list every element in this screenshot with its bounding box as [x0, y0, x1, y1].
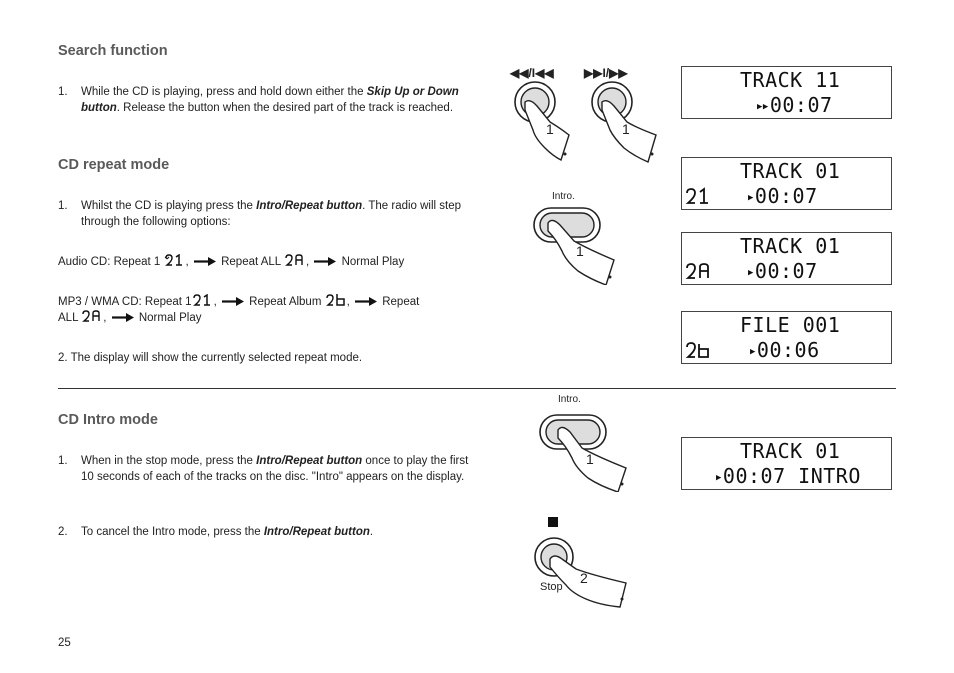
repeat-album-icon — [685, 342, 709, 358]
section-divider — [58, 388, 896, 389]
finger-number: 2 — [580, 570, 588, 586]
step-number: 1. — [58, 200, 68, 212]
step-text: Whilst the CD is playing press the Intro… — [81, 200, 462, 228]
step-number: 1. — [58, 455, 68, 467]
mp3-wma-sequence: MP3 / WMA CD: Repeat 1, Repeat Album , R… — [58, 294, 420, 308]
mp3-wma-sequence-cont: ALL , Normal Play — [58, 310, 202, 324]
finger-number: 1 — [622, 121, 630, 137]
repeat-all-icon — [685, 263, 709, 279]
intro-button-label: Intro. — [552, 191, 575, 202]
repeat-1-icon — [685, 187, 708, 204]
display-line-2: ▶▶00:07 — [757, 93, 833, 117]
display-line-1: TRACK 11 — [740, 68, 841, 92]
repeat-display-2: TRACK 01 ▶00:07 — [681, 232, 892, 285]
display-line-2: ▶00:07 INTRO — [716, 464, 861, 488]
repeat-step-2: 2. The display will show the currently s… — [58, 352, 363, 364]
repeat-heading: CD repeat mode — [58, 157, 170, 173]
display-line-2: ▶00:07 — [748, 184, 818, 208]
repeat-1-icon — [164, 254, 182, 266]
display-line-2: ▶00:07 — [748, 259, 818, 283]
display-line-1: TRACK 01 — [740, 439, 841, 463]
stop-label: Stop — [540, 581, 563, 593]
repeat-all-icon — [284, 254, 303, 266]
step-number: 2. — [58, 526, 68, 538]
arrow-right-icon — [314, 257, 337, 267]
step-text: While the CD is playing, press and hold … — [81, 86, 459, 114]
repeat-display-3: FILE 001 ▶00:06 — [681, 311, 892, 364]
skip-down-button-illustration — [514, 81, 570, 161]
search-heading: Search function — [58, 43, 168, 59]
finger-number: 1 — [586, 451, 594, 467]
step-text: To cancel the Intro mode, press the Intr… — [81, 526, 374, 538]
step-number: 1. — [58, 86, 68, 98]
intro-repeat-button-illustration — [539, 414, 627, 492]
arrow-right-icon — [193, 257, 216, 267]
repeat-1-icon — [192, 294, 210, 306]
skip-up-button-illustration — [591, 81, 657, 163]
step-text: When in the stop mode, press the Intro/R… — [81, 455, 469, 483]
search-display: TRACK 11 ▶▶00:07 — [681, 66, 892, 119]
repeat-all-icon — [82, 310, 100, 322]
display-line-1: TRACK 01 — [740, 234, 841, 258]
arrow-right-icon — [111, 313, 134, 323]
page-number: 25 — [58, 637, 71, 649]
repeat-display-1: TRACK 01 ▶00:07 — [681, 157, 892, 210]
intro-step-1: 1. When in the stop mode, press the Intr… — [58, 454, 468, 502]
search-step-1: 1. While the CD is playing, press and ho… — [58, 85, 468, 135]
finger-number: 1 — [546, 121, 554, 137]
audio-cd-sequence: Audio CD: Repeat 1 , Repeat ALL , Normal… — [58, 254, 405, 268]
stop-button-illustration — [534, 537, 627, 608]
finger-number: 1 — [576, 243, 584, 259]
repeat-album-icon — [325, 294, 345, 306]
intro-repeat-button-illustration — [533, 207, 615, 285]
display-line-2: ▶00:06 — [750, 338, 820, 362]
display-line-1: FILE 001 — [740, 313, 841, 337]
arrow-right-icon — [221, 297, 244, 307]
intro-button-label: Intro. — [558, 394, 581, 405]
forward-label: ▶▶I/▶▶ — [584, 66, 628, 80]
fast-forward-indicator-icon: ▶▶ — [757, 102, 769, 112]
arrow-right-icon — [355, 297, 378, 307]
repeat-step-1: 1. Whilst the CD is playing press the In… — [58, 199, 468, 233]
stop-icon — [548, 517, 558, 527]
intro-display: TRACK 01 ▶00:07 INTRO — [681, 437, 892, 490]
intro-heading: CD Intro mode — [58, 412, 158, 428]
display-line-1: TRACK 01 — [740, 159, 841, 183]
rewind-label: ◀◀/I◀◀ — [510, 66, 554, 80]
intro-step-2: 2. To cancel the Intro mode, press the I… — [58, 525, 468, 541]
